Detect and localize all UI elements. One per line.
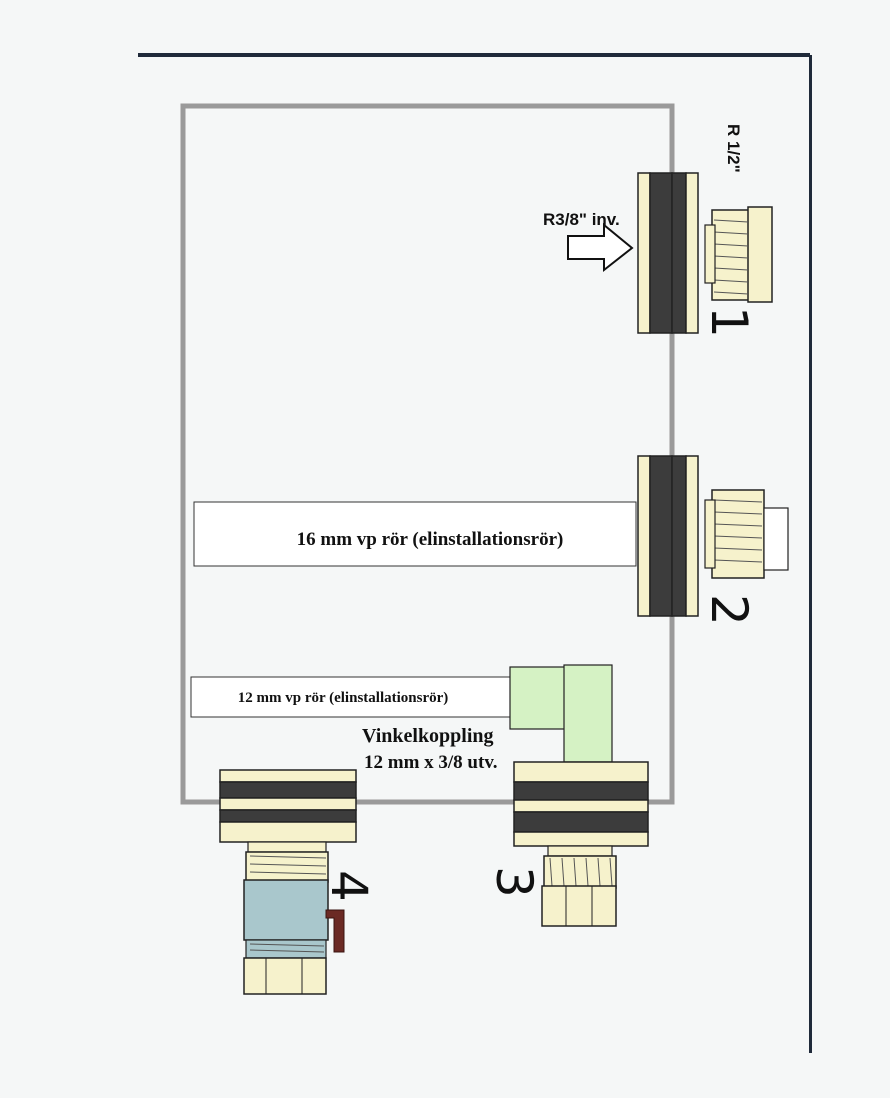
- fitting-2-plate: [671, 455, 687, 617]
- fitting-4-nut: [243, 957, 327, 995]
- fitting-3-collar: [547, 845, 613, 857]
- fitting-4-plate: [219, 797, 357, 811]
- fitting-1: [637, 172, 773, 334]
- label-pipe-12mm: 12 mm vp rör (elinstallationsrör): [238, 690, 449, 706]
- fitting-3-plate: [513, 831, 649, 847]
- inlet-arrow-icon: [567, 222, 634, 273]
- fitting-3-plate: [513, 811, 649, 833]
- fitting-3-thread: [543, 855, 617, 889]
- fitting-3-plate: [513, 761, 649, 783]
- fitting-2: [637, 455, 789, 617]
- fitting-1-plate: [685, 172, 699, 334]
- fitting-1-plate: [649, 172, 673, 334]
- fitting-3-nut: [541, 885, 617, 927]
- label-pipe-16mm: 16 mm vp rör (elinstallationsrör): [297, 529, 564, 550]
- angle-coupling-elbow: [563, 664, 613, 763]
- pipe-12mm: [190, 676, 512, 718]
- fitting-4-plate: [219, 821, 357, 843]
- fitting-4-plate: [219, 769, 357, 783]
- valve-handle-icon: [325, 909, 345, 953]
- number-4: 4: [320, 870, 378, 902]
- top-border-line: [138, 53, 810, 57]
- enclosure-box: [180, 103, 675, 805]
- label-angle-coupling-1: Vinkelkoppling: [362, 725, 494, 747]
- fitting-2-plate: [637, 455, 651, 617]
- fitting-2-plate: [685, 455, 699, 617]
- label-r-half: R 1/2": [724, 124, 743, 173]
- fitting-4-plate: [219, 781, 357, 799]
- fitting-2-plate: [649, 455, 673, 617]
- fitting-1-nut: [747, 206, 773, 303]
- fitting-4-thread-lower: [245, 939, 327, 959]
- fitting-4-plate: [219, 809, 357, 823]
- fitting-4-valve-body: [243, 879, 329, 941]
- fitting-4: [219, 769, 357, 995]
- angle-coupling: [509, 664, 613, 763]
- fitting-3-plate: [513, 781, 649, 801]
- fitting-2-pipe-end: [763, 507, 789, 571]
- fitting-2-thread: [711, 489, 765, 579]
- fitting-3-plate: [513, 799, 649, 813]
- fitting-2-collar: [704, 499, 716, 569]
- angle-coupling-body: [509, 666, 566, 730]
- right-border-line: [809, 55, 812, 1053]
- label-angle-coupling-2: 12 mm x 3/8 utv.: [364, 752, 498, 773]
- fitting-1-thread: [711, 209, 751, 301]
- fitting-3: [513, 761, 649, 927]
- number-3: 3: [485, 866, 543, 898]
- fitting-1-plate: [637, 172, 651, 334]
- number-2: 2: [700, 594, 758, 626]
- fitting-4-collar: [247, 841, 327, 853]
- pipe-16mm: [193, 501, 637, 567]
- label-r38-inv: R3/8" inv.: [543, 210, 620, 229]
- number-1: 1: [700, 306, 758, 338]
- fitting-1-collar: [704, 224, 716, 284]
- fitting-1-plate: [671, 172, 687, 334]
